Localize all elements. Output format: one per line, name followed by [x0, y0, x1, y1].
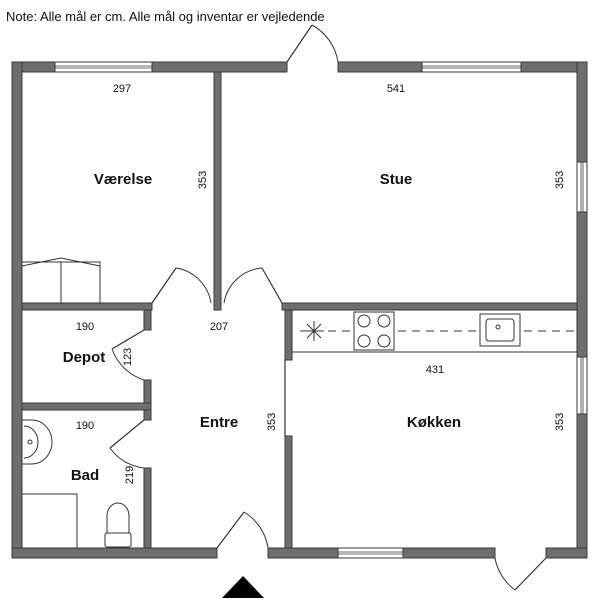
dim-bad-depth: 219	[124, 466, 136, 484]
room-label-vaerelse: Værelse	[94, 171, 152, 188]
door-vaerelse	[151, 267, 212, 304]
door-bad	[109, 419, 145, 469]
plan-note: Note: Alle mål er cm. Alle mål og invent…	[6, 9, 325, 24]
dim-kokken-width: 431	[426, 364, 444, 376]
door-entrance	[216, 511, 269, 549]
hob-icon	[353, 311, 395, 351]
room-label-depot: Depot	[63, 349, 106, 366]
dim-stue-depth: 353	[554, 171, 566, 189]
dim-depot-width: 190	[76, 321, 94, 333]
wardrobe-icon	[21, 257, 101, 304]
doors	[109, 24, 547, 591]
dim-kokken-depth: 353	[554, 413, 566, 431]
door-kokken-bottom	[494, 557, 547, 591]
dim-stue-width: 541	[387, 83, 405, 95]
dim-vaerelse-width: 297	[113, 83, 131, 95]
kitchen-counter	[291, 309, 578, 353]
room-label-bad: Bad	[71, 467, 99, 484]
kitchen-sink-icon	[479, 313, 521, 347]
interior-walls	[21, 71, 578, 549]
dim-bad-width: 190	[76, 420, 94, 432]
dim-entre-width: 207	[210, 321, 228, 333]
room-label-entre: Entre	[200, 414, 238, 431]
extractor-fan-icon	[304, 321, 324, 341]
windows	[54, 61, 588, 559]
room-label-stue: Stue	[380, 171, 413, 188]
door-top	[286, 24, 339, 63]
shower-icon	[21, 493, 78, 549]
door-stue	[223, 267, 283, 304]
dim-vaerelse-depth: 353	[197, 171, 209, 189]
door-depot	[111, 329, 145, 381]
washbasin-icon	[21, 419, 53, 465]
dim-depot-depth: 123	[122, 348, 134, 366]
toilet-icon	[104, 502, 132, 548]
entrance-arrow-icon	[222, 576, 264, 598]
dim-entre-depth: 353	[266, 413, 278, 431]
room-label-kokken: Køkken	[407, 414, 461, 431]
